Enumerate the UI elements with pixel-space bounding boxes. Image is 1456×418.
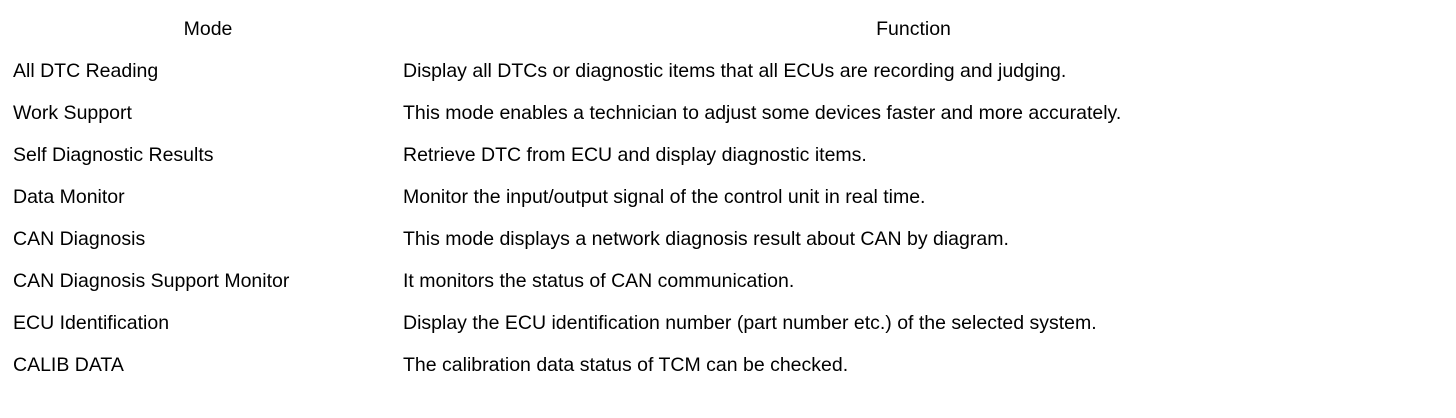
cell-function: The calibration data status of TCM can b… <box>403 344 1424 386</box>
cell-mode-label: CALIB DATA <box>13 353 124 376</box>
cell-mode-label: All DTC Reading <box>13 59 159 82</box>
cell-function-label: The calibration data status of TCM can b… <box>403 353 849 376</box>
column-header-function-label: Function <box>876 18 951 41</box>
column-header-function: Function <box>403 9 1424 50</box>
cell-mode: CAN Diagnosis <box>13 218 403 260</box>
cell-function-label: This mode enables a technician to adjust… <box>403 101 1122 124</box>
table-body: All DTC Reading Display all DTCs or diag… <box>13 50 1424 386</box>
table-header-row: Mode Function <box>13 9 1424 50</box>
cell-function-label: Retrieve DTC from ECU and display diagno… <box>403 143 867 166</box>
cell-mode-label: CAN Diagnosis Support Monitor <box>13 269 290 292</box>
cell-mode: CALIB DATA <box>13 344 403 386</box>
cell-function: It monitors the status of CAN communicat… <box>403 260 1424 302</box>
column-header-mode: Mode <box>13 9 403 50</box>
cell-function: Display all DTCs or diagnostic items tha… <box>403 50 1424 92</box>
table-row: Self Diagnostic Results Retrieve DTC fro… <box>13 134 1424 176</box>
cell-function: Monitor the input/output signal of the c… <box>403 176 1424 218</box>
table-row: All DTC Reading Display all DTCs or diag… <box>13 50 1424 92</box>
table-row: CALIB DATA The calibration data status o… <box>13 344 1424 386</box>
table-row: CAN Diagnosis Support Monitor It monitor… <box>13 260 1424 302</box>
cell-mode-label: ECU Identification <box>13 311 170 334</box>
cell-function-label: This mode displays a network diagnosis r… <box>403 227 1009 250</box>
cell-mode: Work Support <box>13 92 403 134</box>
column-header-mode-label: Mode <box>183 18 233 41</box>
cell-mode: Data Monitor <box>13 176 403 218</box>
cell-function-label: Display all DTCs or diagnostic items tha… <box>403 59 1067 82</box>
table-row: CAN Diagnosis This mode displays a netwo… <box>13 218 1424 260</box>
cell-mode-label: Work Support <box>13 101 132 124</box>
cell-function: Display the ECU identification number (p… <box>403 302 1424 344</box>
table-row: Work Support This mode enables a technic… <box>13 92 1424 134</box>
cell-mode: ECU Identification <box>13 302 403 344</box>
table-header: Mode Function <box>13 9 1424 50</box>
cell-mode: CAN Diagnosis Support Monitor <box>13 260 403 302</box>
cell-mode-label: Self Diagnostic Results <box>13 143 214 166</box>
table-row: Data Monitor Monitor the input/output si… <box>13 176 1424 218</box>
cell-mode-label: CAN Diagnosis <box>13 227 146 250</box>
cell-function: This mode enables a technician to adjust… <box>403 92 1424 134</box>
mode-function-table: Mode Function All DTC Reading Display al… <box>13 9 1424 386</box>
cell-function: This mode displays a network diagnosis r… <box>403 218 1424 260</box>
cell-function-label: Display the ECU identification number (p… <box>403 311 1097 334</box>
cell-function: Retrieve DTC from ECU and display diagno… <box>403 134 1424 176</box>
cell-function-label: Monitor the input/output signal of the c… <box>403 185 926 208</box>
cell-mode: Self Diagnostic Results <box>13 134 403 176</box>
cell-function-label: It monitors the status of CAN communicat… <box>403 269 795 292</box>
cell-mode-label: Data Monitor <box>13 185 125 208</box>
cell-mode: All DTC Reading <box>13 50 403 92</box>
table-row: ECU Identification Display the ECU ident… <box>13 302 1424 344</box>
